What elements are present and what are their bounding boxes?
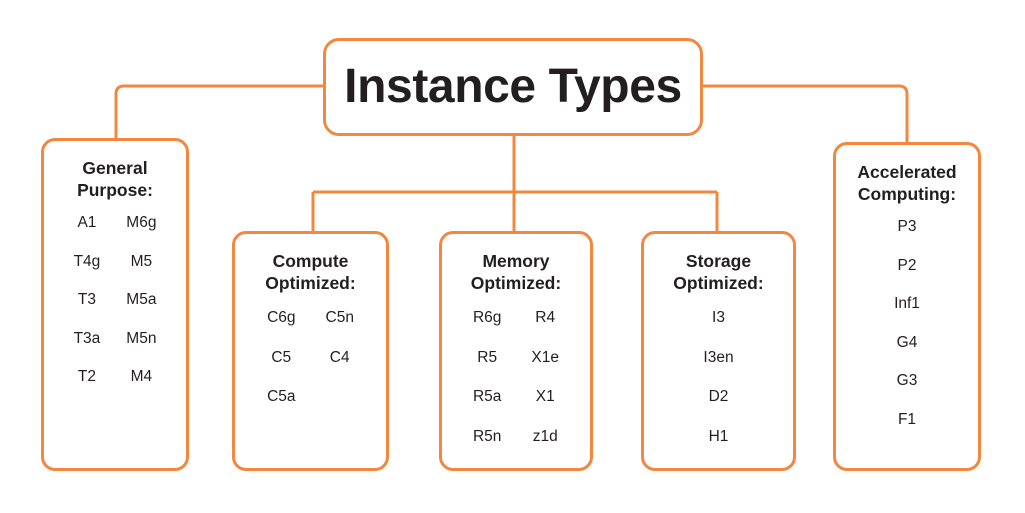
node-title-storage-optimized: Storage Optimized: xyxy=(673,251,764,294)
page-title: Instance Types xyxy=(344,60,682,113)
list-item: R5a xyxy=(472,388,502,406)
list-item: M5 xyxy=(130,252,153,270)
node-title-memory-optimized: Memory Optimized: xyxy=(470,251,562,294)
list-item: R6g xyxy=(472,309,502,327)
node-title-general-purpose: General Purpose: xyxy=(77,158,153,201)
list-item: H1 xyxy=(708,427,729,445)
list-item: X1 xyxy=(535,388,555,406)
list-item: F1 xyxy=(897,410,917,428)
list-item: P2 xyxy=(897,256,917,274)
item-grid-storage-optimized: I3 I3en D2 H1 xyxy=(644,298,793,468)
list-item: G4 xyxy=(896,333,918,351)
item-grid-memory-optimized: R6g R5 R5a R5n R4 X1e X1 z1d xyxy=(442,298,590,468)
node-general-purpose[interactable]: General Purpose: A1 T4g T3 T3a T2 M6g M5… xyxy=(41,138,189,471)
list-item: R4 xyxy=(535,309,556,327)
list-item: C5a xyxy=(267,388,296,406)
node-compute-optimized[interactable]: Compute Optimized: C6g C5 C5a C5n C4 xyxy=(232,231,389,471)
list-item: X1e xyxy=(531,348,560,366)
list-item: M5a xyxy=(126,291,157,309)
list-item: T3a xyxy=(73,329,101,347)
list-item: Inf1 xyxy=(894,295,920,313)
list-item: M6g xyxy=(126,214,157,232)
node-instance-types[interactable]: Instance Types xyxy=(323,38,703,136)
item-grid-general-purpose: A1 T4g T3 T3a T2 M6g M5 M5a M5n M4 xyxy=(44,205,186,468)
list-item: M5n xyxy=(126,329,157,347)
list-item: C4 xyxy=(329,348,350,366)
item-column: R6g R5 R5a R5n xyxy=(473,310,501,468)
item-column: A1 T4g T3 T3a T2 xyxy=(74,215,101,468)
list-item: T2 xyxy=(77,368,96,386)
node-title-compute-optimized: Compute Optimized: xyxy=(265,251,356,294)
item-column: C6g C5 C5a xyxy=(267,310,295,468)
item-column: R4 X1e X1 z1d xyxy=(531,310,559,468)
list-item: T4g xyxy=(73,252,101,270)
list-item: R5n xyxy=(472,427,502,445)
list-item: D2 xyxy=(708,388,729,406)
item-column: M6g M5 M5a M5n M4 xyxy=(126,215,156,468)
list-item: A1 xyxy=(77,214,97,232)
list-item: P3 xyxy=(897,218,917,236)
node-title-accelerated-computing: Accelerated Computing: xyxy=(857,162,957,205)
item-column: I3 I3en D2 H1 xyxy=(703,310,733,468)
item-grid-compute-optimized: C6g C5 C5a C5n C4 xyxy=(235,298,386,468)
node-accelerated-computing[interactable]: Accelerated Computing: P3 P2 Inf1 G4 G3 … xyxy=(833,142,981,471)
node-memory-optimized[interactable]: Memory Optimized: R6g R5 R5a R5n R4 X1e … xyxy=(439,231,593,471)
list-item: C5 xyxy=(271,348,292,366)
list-item: R5 xyxy=(477,348,498,366)
item-column: C5n C4 xyxy=(326,310,354,468)
node-storage-optimized[interactable]: Storage Optimized: I3 I3en D2 H1 xyxy=(641,231,796,471)
list-item: I3 xyxy=(712,309,725,327)
item-grid-accelerated-computing: P3 P2 Inf1 G4 G3 F1 xyxy=(836,209,978,468)
list-item: C5n xyxy=(325,309,354,327)
list-item: T3 xyxy=(77,291,96,309)
list-item: C6g xyxy=(267,309,296,327)
list-item: G3 xyxy=(896,372,918,390)
list-item: I3en xyxy=(703,348,734,366)
list-item: z1d xyxy=(532,427,558,445)
list-item: M4 xyxy=(130,368,153,386)
item-column: P3 P2 Inf1 G4 G3 F1 xyxy=(894,219,920,468)
connector-root-to-accel xyxy=(703,84,909,142)
connector-root-to-general xyxy=(114,84,323,138)
